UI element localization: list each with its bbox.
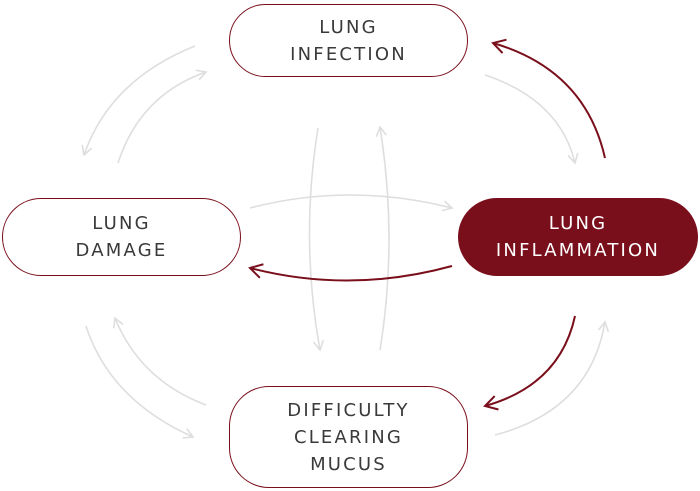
faint-arrow-damage-to-inflammation — [249, 194, 454, 212]
node-lung-inflammation-line1: LUNG — [548, 213, 608, 234]
red-arrow-inflammation-to-damage — [248, 263, 453, 282]
node-mucus-line1: DIFFICULTY — [287, 399, 410, 421]
node-lung-damage: LUNG DAMAGE — [2, 198, 241, 276]
node-lung-damage-line2: DAMAGE — [75, 240, 168, 261]
node-difficulty-clearing-mucus: DIFFICULTY CLEARING MUCUS — [229, 386, 468, 488]
faint-arrow-infection-to-damage — [81, 45, 196, 157]
node-lung-damage-line1: LUNG — [92, 213, 151, 234]
faint-arrow-damage-to-mucus — [85, 325, 195, 439]
faint-arrow-infection-to-inflammation — [484, 74, 579, 165]
node-lung-inflammation: LUNG INFLAMMATION — [458, 198, 698, 276]
node-lung-infection: LUNG INFECTION — [229, 4, 468, 77]
red-arrow-inflammation-to-infection — [491, 38, 606, 159]
node-lung-infection-line1: LUNG — [319, 16, 378, 38]
faint-arrow-infection-to-mucus — [308, 127, 325, 352]
red-arrow-inflammation-to-mucus — [483, 315, 576, 411]
node-lung-infection-line2: INFECTION — [290, 43, 407, 65]
faint-arrow-mucus-to-inflammation — [494, 320, 610, 436]
faint-arrow-damage-to-infection — [117, 69, 208, 164]
node-mucus-line3: MUCUS — [310, 453, 387, 475]
faint-arrow-mucus-to-infection — [375, 125, 390, 351]
node-mucus-line2: CLEARING — [293, 426, 404, 448]
node-lung-inflammation-line2: INFLAMMATION — [495, 240, 661, 261]
faint-arrow-mucus-to-damage — [112, 316, 207, 406]
